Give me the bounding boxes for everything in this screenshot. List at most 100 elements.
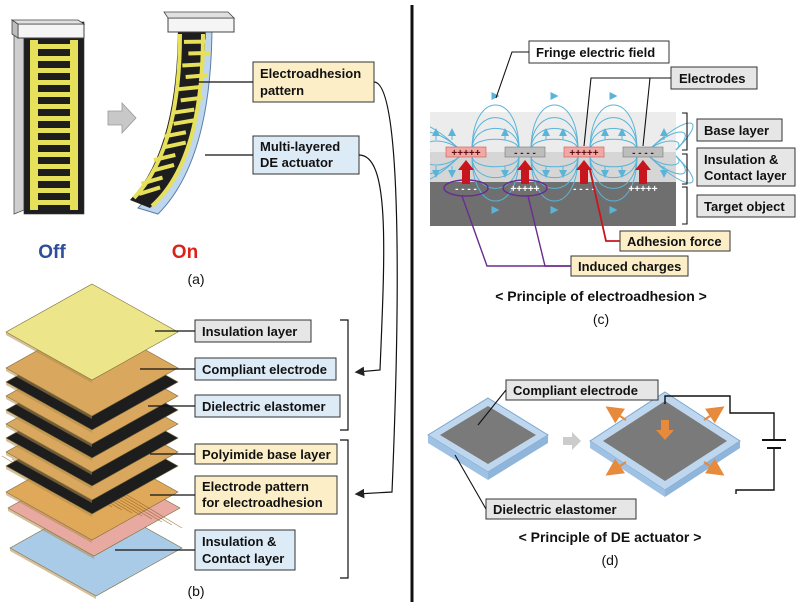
field-line-up (471, 128, 520, 151)
field-line-down (589, 155, 638, 189)
on-finger (163, 140, 187, 150)
layer-label-dielectric-text: Dielectric elastomer (202, 399, 326, 414)
callout-actuator (252, 135, 360, 175)
de-actuator-on (589, 391, 741, 497)
off-finger (38, 56, 78, 61)
on-finger (182, 62, 205, 68)
layer-contact-edge (10, 548, 96, 599)
on-finger (172, 107, 195, 115)
layer-label-contact-line2: Contact layer (202, 551, 284, 566)
layer-label-insulation-text: Insulation layer (202, 324, 297, 339)
layer-label-pattern-line2: for electroadhesion (202, 495, 323, 510)
off-finger (38, 200, 78, 205)
field-line-up (530, 128, 579, 151)
field-line-down (471, 155, 520, 202)
panel-c-caption: (c) (593, 311, 609, 327)
on-finger (138, 185, 161, 196)
layer-label-electrode-text: Compliant electrode (202, 362, 327, 377)
off-finger (38, 152, 78, 157)
off-finger (30, 68, 70, 73)
layer-stack (1, 283, 183, 599)
on-finger (178, 84, 201, 92)
field-line-up (530, 117, 579, 151)
state-on-label: On (172, 242, 198, 263)
layer-label-contact-line1: Insulation & (202, 534, 276, 549)
off-finger (30, 164, 70, 169)
field-line-up (471, 138, 520, 151)
field-line-edge (430, 155, 461, 180)
layer-electrode-edge (6, 438, 92, 489)
panel-b: Insulation layer Compliant electrode Die… (1, 283, 349, 599)
off-finger (38, 104, 78, 109)
layer-insulation-edge (6, 332, 92, 383)
label-insulation-line1: Insulation & (704, 152, 778, 167)
electrode-3-charge: +++++ (569, 148, 598, 159)
panel-d-caption: (d) (601, 552, 618, 568)
pattern-line (121, 491, 183, 529)
callout-pattern (252, 61, 375, 103)
field-line-up (471, 117, 520, 151)
layer-electrode-edge (6, 410, 92, 461)
off-finger (30, 44, 70, 49)
field-line-up (589, 104, 638, 151)
field-line-down (530, 155, 579, 168)
layer-label-polyimide-text: Polyimide base layer (202, 447, 331, 462)
electrode-4-charge: - - - - (632, 148, 654, 159)
electrode-1-charge: +++++ (451, 148, 480, 159)
de-actuator-off (427, 397, 549, 480)
label-base-layer (696, 118, 783, 142)
induced-charge-2: +++++ (510, 184, 539, 195)
leader-adhesion-force (589, 169, 620, 242)
layer-dielectric-edge (6, 368, 92, 419)
state-off-label: Off (38, 242, 66, 263)
field-line-up (530, 138, 579, 151)
off-finger (30, 92, 70, 97)
expansion-arrows (605, 406, 725, 476)
induced-charge-1: - - - - (455, 184, 477, 195)
transition-arrow (107, 101, 137, 135)
layer-dielectric-edge (6, 424, 92, 475)
off-finger (38, 80, 78, 85)
panel-a-caption: (a) (187, 271, 204, 287)
leader-induced-2 (527, 195, 571, 267)
on-finger (183, 39, 206, 44)
field-line-edge (430, 126, 461, 151)
callout-actuator-line2: DE actuator (260, 155, 333, 170)
label-target-object (696, 194, 796, 218)
field-line-up (530, 104, 579, 151)
leader-electrodes-1 (583, 77, 671, 147)
off-finger (30, 116, 70, 121)
layer-dielectric-edge (6, 396, 92, 447)
induced-charge-3: - - - - (573, 184, 595, 195)
on-strip (130, 11, 235, 215)
field-line-up (589, 138, 638, 151)
electrode-2 (504, 146, 546, 158)
on-bus-left (132, 33, 182, 200)
on-bus-right (150, 33, 205, 208)
bracket-actuator (340, 319, 349, 431)
on-finger (173, 118, 196, 126)
electrode-2-charge: - - - - (514, 148, 536, 159)
label-insulation-line2: Contact layer (704, 168, 786, 183)
label-adhesion-force-text: Adhesion force (627, 234, 722, 249)
off-finger (30, 188, 70, 193)
field-line-down (471, 155, 520, 189)
label-compliant-electrode-text: Compliant electrode (513, 383, 638, 398)
leader-induced-1 (461, 195, 571, 267)
off-finger (30, 140, 70, 145)
field-line-up (589, 117, 638, 151)
panel-d: Compliant electrode Dielectric elastomer… (427, 379, 786, 568)
field-line-down (530, 155, 579, 202)
callout-actuator-line1: Multi-layered (260, 139, 340, 154)
field-line-down (471, 155, 520, 178)
panel-a: Off On (a) Electroadhesion pattern Multi… (10, 11, 398, 499)
compression-arrow (656, 420, 674, 440)
bracket-electroadhesion (340, 439, 349, 579)
layer-polyimide-pink-edge (8, 508, 94, 559)
electrode-3 (563, 146, 605, 158)
field-line-down (530, 155, 579, 189)
off-strip (10, 19, 86, 215)
connector-pattern (354, 81, 398, 499)
field-line-edge (648, 155, 694, 184)
panel-c: +++++ - - - - +++++ - - - - - - - - ++++… (430, 40, 796, 327)
